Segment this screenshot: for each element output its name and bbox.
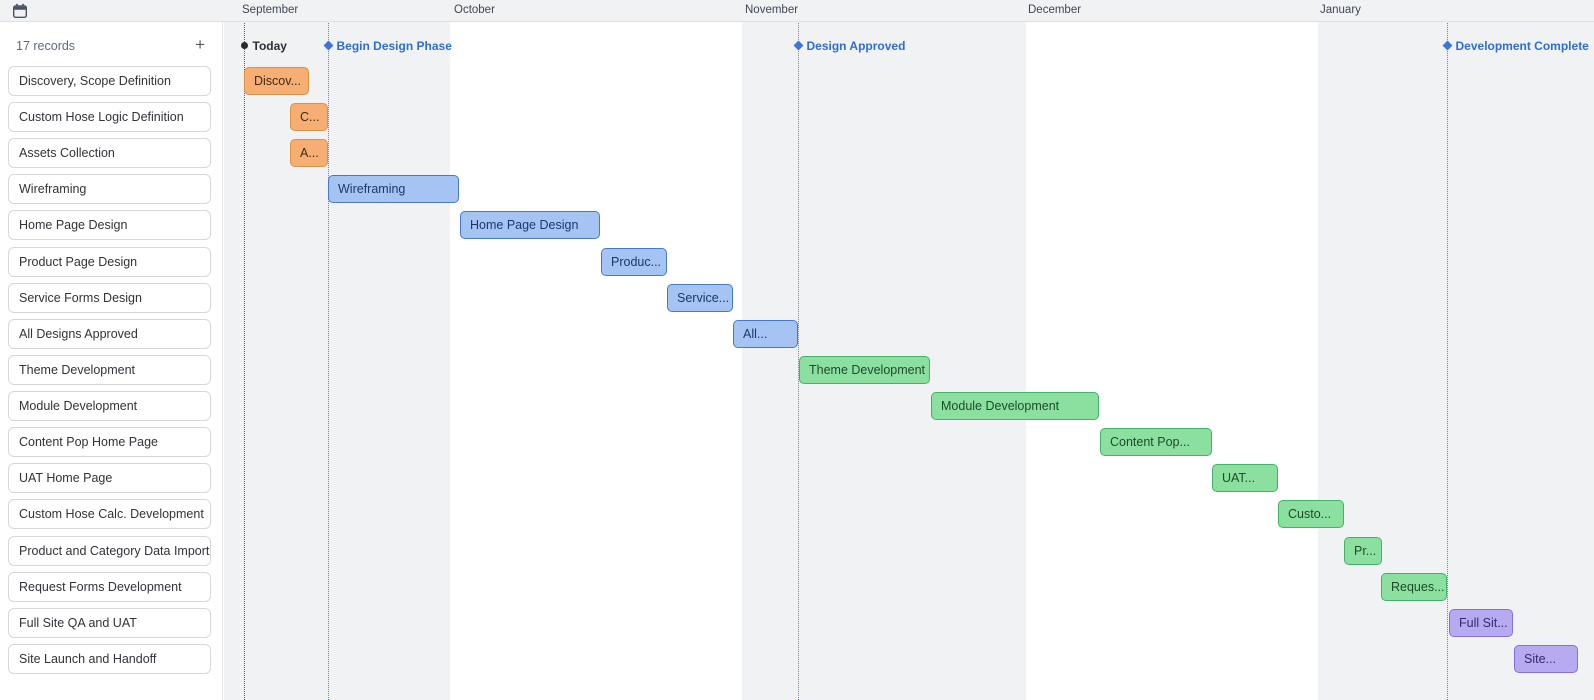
gantt-bar[interactable]: Content Pop... [1100, 428, 1212, 457]
task-item[interactable]: Custom Hose Logic Definition [8, 102, 211, 133]
task-item[interactable]: Discovery, Scope Definition [8, 66, 211, 96]
gantt-bar[interactable]: Full Sit... [1449, 608, 1513, 637]
milestone-diamond-icon [793, 40, 803, 51]
task-item[interactable]: Wireframing [8, 174, 211, 205]
gantt-bar[interactable]: Home Page Design [460, 211, 600, 240]
sidebar: 17 records + Discovery, Scope Definition… [0, 22, 223, 700]
task-item[interactable]: All Designs Approved [8, 318, 211, 349]
milestone-diamond-icon [1442, 40, 1452, 51]
timeline-header: September October November December January [0, 0, 1594, 22]
task-item[interactable]: Service Forms Design [8, 282, 211, 313]
milestone-line [1447, 23, 1448, 700]
month-column [1318, 22, 1594, 700]
task-item[interactable]: Home Page Design [8, 210, 211, 241]
sidebar-header: 17 records + [0, 35, 223, 58]
task-item[interactable]: Theme Development [8, 354, 211, 385]
milestone-line [328, 23, 329, 700]
today-dot-icon [240, 42, 248, 49]
task-item[interactable]: Content Pop Home Page [8, 427, 211, 458]
gantt-bar[interactable]: Produc... [601, 247, 667, 276]
task-item[interactable]: Product and Category Data Import [8, 535, 211, 566]
records-count: 17 records [16, 39, 76, 53]
month-label: December [1028, 4, 1082, 16]
month-label: November [745, 4, 799, 16]
milestone-label-text: Development Complete [1455, 38, 1589, 53]
gantt-bar[interactable]: Reques... [1381, 572, 1447, 601]
task-item[interactable]: Site Launch and Handoff [8, 643, 211, 674]
gantt-bar[interactable]: Discov... [244, 67, 309, 95]
task-item[interactable]: Product Page Design [8, 246, 211, 277]
month-column [450, 22, 742, 700]
month-label: October [454, 4, 495, 16]
gantt-calendar-icon[interactable] [12, 3, 28, 19]
milestone-marker[interactable]: Design Approved [793, 38, 906, 53]
task-item[interactable]: Custom Hose Calc. Development [8, 499, 211, 530]
milestone-marker[interactable]: Development Complete [1442, 38, 1589, 53]
gantt-bar[interactable]: Custo... [1278, 500, 1344, 529]
month-column [224, 22, 450, 700]
gantt-bar[interactable]: Pr... [1344, 536, 1382, 565]
task-item[interactable]: UAT Home Page [8, 463, 211, 494]
today-label-text: Today [252, 38, 287, 53]
gantt-bar[interactable]: Theme Development [799, 355, 930, 384]
gantt-bar[interactable]: All... [733, 319, 798, 348]
milestone-diamond-icon [323, 40, 333, 51]
gantt-bar[interactable]: A... [290, 139, 328, 168]
gantt-bar[interactable]: Module Development [931, 392, 1099, 421]
gantt-bar[interactable]: UAT... [1212, 464, 1278, 493]
month-column [1026, 22, 1318, 700]
task-item[interactable]: Assets Collection [8, 138, 211, 169]
today-marker: Today [240, 38, 287, 53]
month-label: September [242, 4, 299, 16]
today-line [244, 23, 245, 700]
month-label: January [1320, 4, 1361, 16]
gantt-bar[interactable]: Wireframing [328, 175, 459, 204]
gantt-bar[interactable]: Service... [667, 283, 733, 312]
task-item[interactable]: Full Site QA and UAT [8, 607, 211, 638]
milestone-marker[interactable]: Begin Design Phase [323, 38, 452, 53]
gantt-bar[interactable]: Site... [1514, 644, 1578, 673]
add-record-button[interactable]: + [195, 35, 205, 54]
task-item[interactable]: Request Forms Development [8, 571, 211, 602]
milestone-label-text: Design Approved [806, 38, 906, 53]
gantt-bar[interactable]: C... [290, 103, 328, 132]
task-item[interactable]: Module Development [8, 391, 211, 422]
milestone-line [798, 23, 799, 700]
milestone-label-text: Begin Design Phase [336, 38, 452, 53]
